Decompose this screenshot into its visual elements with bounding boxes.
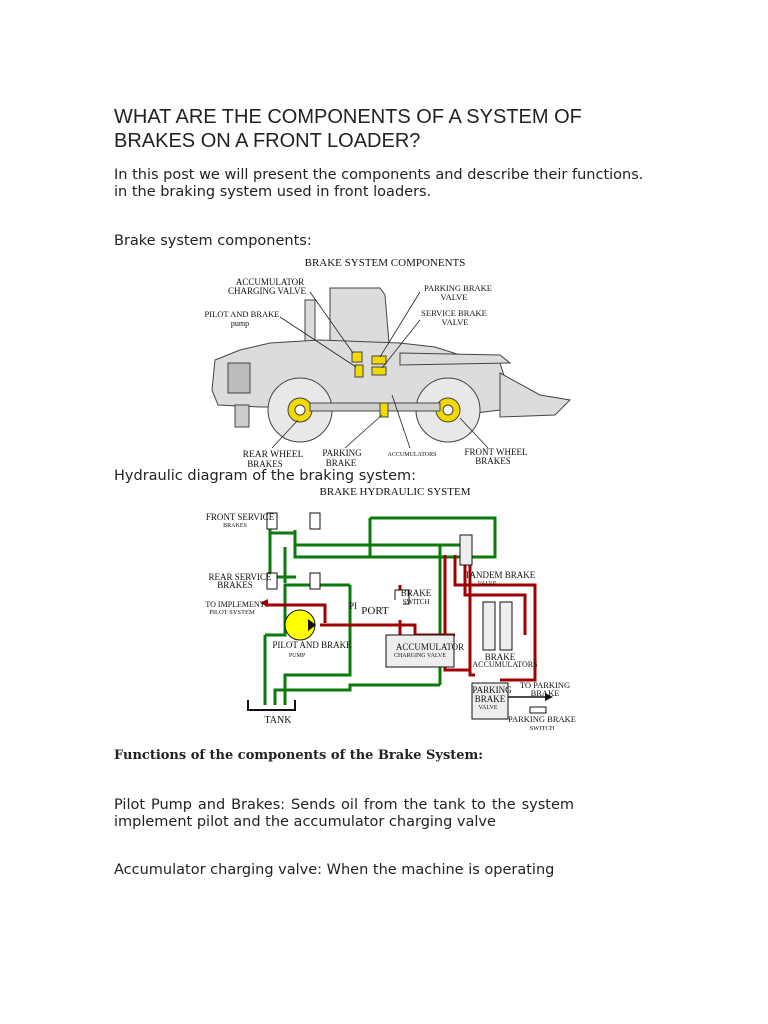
label-brake-acc-1: BRAKE xyxy=(485,652,516,662)
label-service-brake-valve-2: VALVE xyxy=(442,317,469,327)
label-tank: TANK xyxy=(265,715,293,726)
rear-wheel xyxy=(267,377,333,443)
service-valve-part xyxy=(371,355,387,365)
intro-paragraph: In this post we will present the compone… xyxy=(114,167,644,200)
label-pilot-and-brake-2: PUMP xyxy=(289,653,306,659)
brake-hydraulic-system-figure: BRAKE HYDRAULIC SYSTEM xyxy=(205,486,576,732)
port-box xyxy=(355,600,403,620)
to-parking-arrow xyxy=(545,693,553,701)
label-rear-service-2: BRAKES xyxy=(217,580,253,590)
label-parking-brake-1: PARKING xyxy=(322,448,362,458)
label-accumulator-2: CHARGING VALVE xyxy=(394,653,446,659)
label-to-parking-2: BRAKE xyxy=(531,688,560,698)
label-to-parking-1: TO PARKING xyxy=(520,680,570,690)
components-heading: Brake system components: xyxy=(114,233,312,249)
figure2-title: BRAKE HYDRAULIC SYSTEM xyxy=(320,486,471,498)
leader-lines xyxy=(271,291,489,449)
green-hydraulic-lines xyxy=(263,516,497,705)
front-service-brakes xyxy=(266,512,321,530)
brake-accumulator-2 xyxy=(499,601,513,651)
pump-arrow xyxy=(308,619,316,631)
label-parking-brake-valve-1: PARKING BRAKE xyxy=(424,283,492,293)
label-pump: pump xyxy=(231,319,249,328)
rear-service-brakes xyxy=(266,572,321,590)
label-accumulator-charging-valve-2: CHARGING VALVE xyxy=(228,286,307,296)
accumulator-charging-valve xyxy=(385,634,455,668)
label-accumulators: ACCUMULATORS xyxy=(388,452,437,458)
label-front-wheel-1: FRONT WHEEL xyxy=(465,447,528,457)
label-tandem-brake-1: TANDEM BRAKE xyxy=(465,570,536,580)
label-parking-brake-1: PARKING xyxy=(472,685,512,695)
label-service-brake-valve-1: SERVICE BRAKE xyxy=(421,308,487,318)
label-brake-switch-2: SWITCH xyxy=(403,598,430,606)
label-pilot-and-brake-1: PILOT AND BRAKE xyxy=(272,640,352,650)
drive-shaft xyxy=(309,402,441,412)
hydraulic-heading: Hydraulic diagram of the braking system: xyxy=(114,468,417,484)
tank xyxy=(247,700,296,711)
label-to-implement-1: TO IMPLEMENT xyxy=(205,600,264,609)
label-to-implement-2: PILOT SYSTEM xyxy=(209,609,255,616)
parking-brake-switch xyxy=(529,706,547,714)
parking-valve-part xyxy=(371,366,387,376)
label-parking-brake-3: VALVE xyxy=(478,705,497,711)
article-title: WHAT ARE THE COMPONENTS OF A SYSTEM OF B… xyxy=(114,106,582,152)
label-front-wheel-2: BRAKES xyxy=(475,456,511,466)
label-brake-acc-2: ACCUMULATORS xyxy=(472,660,537,669)
label-rear-service-1: REAR SERVICE xyxy=(208,572,272,582)
label-accumulator-charging-valve-1: ACCUMULATOR xyxy=(236,277,304,287)
accumulator-paragraph: Accumulator charging valve: When the mac… xyxy=(114,862,555,878)
label-accumulator-1: ACCUMULATOR xyxy=(396,642,464,652)
label-parking-brake-valve-2: VALVE xyxy=(441,292,468,302)
parking-brake-part xyxy=(379,402,389,418)
tandem-brake-valve xyxy=(459,534,473,566)
label-port: PORT xyxy=(361,605,389,617)
parking-brake-valve xyxy=(471,682,509,720)
charging-valve-part xyxy=(351,351,363,363)
label-front-service-1: FRONT SERVICE xyxy=(206,512,275,522)
label-pi: PI xyxy=(349,601,357,611)
brake-accumulator-1 xyxy=(482,601,496,651)
label-parking-switch-2: SWITCH xyxy=(530,725,555,732)
label-pilot-and-brake: PILOT AND BRAKE xyxy=(205,309,280,319)
functions-heading: Functions of the components of the Brake… xyxy=(114,748,484,763)
pilot-pump-part xyxy=(354,364,364,378)
implement-arrow xyxy=(260,599,268,607)
label-brake-switch-1: BRAKE xyxy=(401,588,432,598)
label-parking-brake-2: BRAKE xyxy=(326,458,357,468)
label-tandem-brake-2: VALVE xyxy=(477,581,496,587)
label-front-service-2: BRAKES xyxy=(223,523,247,529)
figure1-title: BRAKE SYSTEM COMPONENTS xyxy=(305,257,466,269)
pilot-pump-paragraph: Pilot Pump and Brakes: Sends oil from th… xyxy=(114,797,574,830)
brake-system-components-figure: BRAKE SYSTEM COMPONENTS xyxy=(205,257,572,469)
label-rear-wheel-1: REAR WHEEL xyxy=(243,450,304,460)
label-rear-wheel-2: BRAKES xyxy=(247,459,283,469)
label-parking-brake-2: BRAKE xyxy=(475,694,506,704)
label-parking-switch-1: PARKING BRAKE xyxy=(508,714,576,724)
